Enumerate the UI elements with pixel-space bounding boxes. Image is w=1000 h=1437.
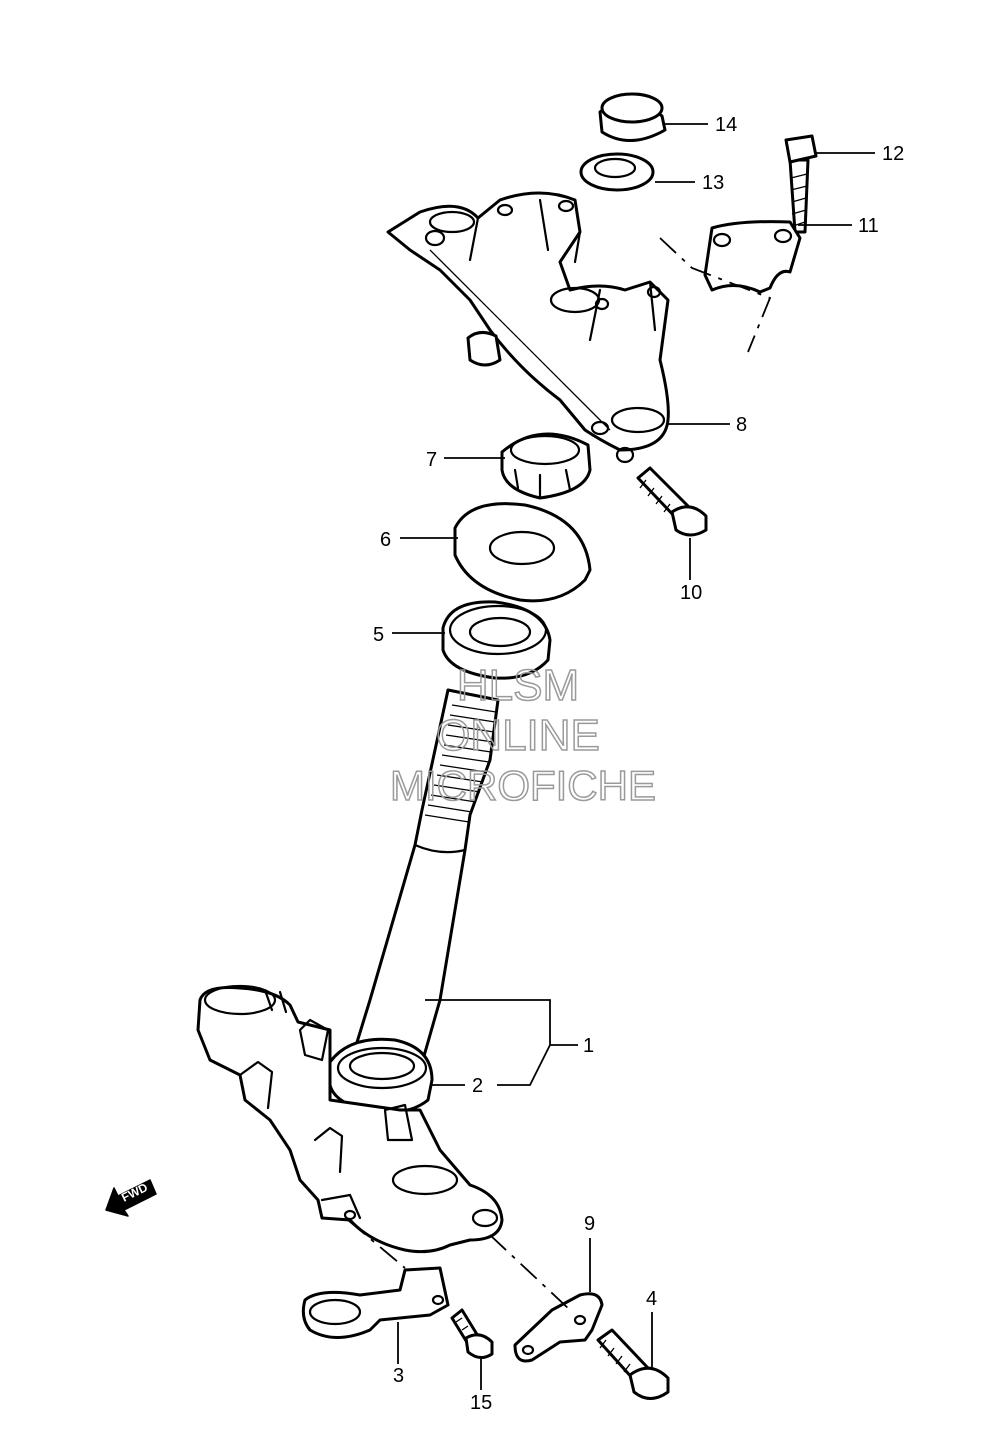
part-15-bolt <box>450 1308 494 1359</box>
part-11-handlebar-holder <box>703 220 802 294</box>
part-3-brake-hose-clamp <box>301 1266 450 1339</box>
alignment-lines <box>347 237 772 1311</box>
leader-lines <box>392 123 875 1390</box>
callout-numbers: 14 13 12 11 8 7 6 5 10 1 2 3 9 4 15 <box>373 114 904 1414</box>
part-7-nut <box>500 432 592 500</box>
callout-12: 12 <box>882 143 904 165</box>
part-10-bolt <box>636 466 708 537</box>
part-1-steering-stem <box>348 688 500 1072</box>
callout-11: 11 <box>858 215 879 237</box>
watermark: HLSM ONLINE MICROFICHE <box>389 660 657 810</box>
part-12-bolt <box>784 134 818 234</box>
watermark-line-2: ONLINE <box>436 711 600 760</box>
callout-3: 3 <box>393 1365 404 1387</box>
watermark-line-1: HLSM <box>457 661 579 710</box>
watermark-line-3: MICROFICHE <box>390 762 656 809</box>
part-5-bearing <box>441 600 552 680</box>
part-13-washer <box>579 152 655 192</box>
lower-bracket <box>196 984 504 1254</box>
callout-2: 2 <box>472 1075 483 1097</box>
callout-10: 10 <box>680 582 702 604</box>
part-14-cap <box>598 92 667 142</box>
callout-13: 13 <box>702 172 724 194</box>
part-6-dust-cover <box>453 502 592 603</box>
callout-8: 8 <box>736 414 747 436</box>
callout-4: 4 <box>646 1288 657 1310</box>
part-8-upper-bracket <box>386 191 670 464</box>
part-9-bracket-plate <box>513 1292 604 1363</box>
part-4-bolt <box>596 1328 670 1400</box>
callout-14: 14 <box>715 114 737 136</box>
fwd-arrow-icon: FWD <box>105 1179 157 1217</box>
callout-5: 5 <box>373 624 384 646</box>
callout-7: 7 <box>426 449 437 471</box>
callout-6: 6 <box>380 529 391 551</box>
callout-1: 1 <box>583 1035 594 1057</box>
callout-9: 9 <box>584 1213 595 1235</box>
callout-15: 15 <box>470 1392 492 1414</box>
